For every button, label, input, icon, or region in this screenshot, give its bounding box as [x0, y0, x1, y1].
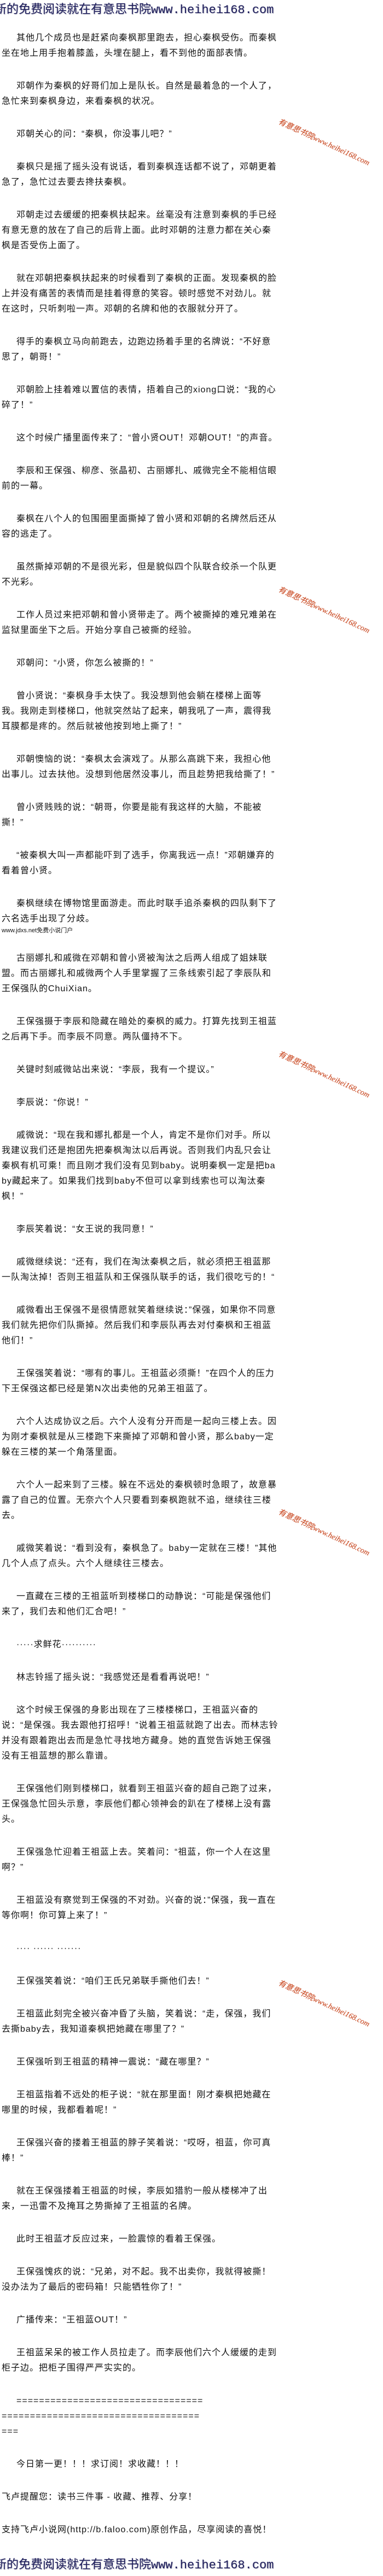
- watermark: 有意思书院www.heihei168.com: [276, 1508, 371, 1558]
- paragraph: 李辰说：“你说！”: [16, 1098, 89, 1107]
- paragraph: 王保强笑着说：“哪有的事儿。王祖蓝必须撕！”在四个人的压力下王保强这都已经是第N…: [2, 1369, 275, 1393]
- source-note: www.jdxs.net免费小说门户: [2, 927, 73, 934]
- site-banner-bottom[interactable]: 新的免费阅读就在有意思书院www.heihei168.com: [0, 2555, 383, 2576]
- paragraph: 此时王祖蓝才反应过来，一脸震惊的看着王保强。: [16, 2234, 222, 2244]
- paragraph: 邓朝走过去缓缓的把秦枫扶起来。丝毫没有注意到秦枫的手已经有意无意的放在了自己的后…: [2, 210, 277, 250]
- paragraph: 邓朝懊恼的说：“秦枫太会演戏了。从那么高跳下来，我担心他出事儿。过去扶他。没想到…: [2, 755, 275, 779]
- paragraph: ================================= ======…: [2, 2396, 204, 2436]
- paragraph: 王保强笑着说：“咱们王氏兄弟联手撕他们去！”: [16, 1977, 210, 1986]
- paragraph: 秦枫在八个人的包围圈里面撕掉了曾小贤和邓朝的名牌然后还从容的逃走了。: [2, 514, 277, 539]
- paragraph: 王保强他们刚到楼梯口，就看到王祖蓝兴奋的超自己跑了过来，王保强急忙回头示意，李辰…: [2, 1784, 277, 1824]
- paragraph: 戚微看出王保强不是很情愿就笑着继续说：”保强，如果你不同意我们就先把你们队撕掉。…: [2, 1305, 276, 1345]
- paragraph: 王祖蓝指着不远处的柜子说：“就在那里面！刚才秦枫把她藏在哪里的时候，我都看着呢！…: [2, 2090, 271, 2115]
- paragraph: 虽然撕掉邓朝的不是很光彩，但是貌似四个队联合绞杀一个队更不光彩。: [2, 562, 277, 587]
- site-banner-text[interactable]: 新的免费阅读就在有意思书院www.heihei168.com: [0, 2559, 274, 2572]
- paragraph: 王保强愧疚的说：“兄弟，对不起。我不出卖你，我就得被撕！没办法为了最后的密码箱！…: [2, 2267, 271, 2292]
- paragraph: 支持飞卢小说网(http://b.faloo.com)原创作品，尽享阅读的喜悦！: [2, 2525, 272, 2534]
- paragraph: 一直藏在三楼的王祖蓝听到楼梯口的动静说：“可能是保强他们来了，我们去和他们汇合吧…: [2, 1592, 271, 1616]
- paragraph: 广播传来：“王祖蓝OUT！”: [16, 2315, 127, 2325]
- paragraph: ···· ······ ·······: [16, 1944, 82, 1953]
- paragraph: 秦枫只是摇了摇头没有说话，看到秦枫连话都不说了，邓朝更着急了，急忙过去要去搀扶秦…: [2, 162, 277, 187]
- paragraph: 工作人员过来把邓朝和曾小贤带走了。两个被撕掉的难兄难弟在监狱里面坐下之后。开始分…: [2, 610, 277, 635]
- watermark: 有意思书院www.heihei168.com: [276, 585, 371, 636]
- site-banner-text[interactable]: 新的免费阅读就在有意思书院www.heihei168.com: [0, 3, 274, 17]
- paragraph: 戚微继续说：“还有，我们在淘汰秦枫之后，就必须把王祖蓝那一队淘汰掉！否则王祖蓝队…: [2, 1257, 275, 1282]
- paragraph: “被秦枫大叫一声都能吓到了选手，你离我远一点！”邓朝嫌弃的看着曾小贤。: [2, 851, 275, 875]
- paragraph: 曾小贤说：“秦枫身手太快了。我没想到他会躺在楼梯上面等我。我刚走到楼梯口，他就突…: [2, 691, 272, 731]
- paragraph: 王保强兴奋的搂着王祖蓝的脖子笑着说：“哎呀，祖蓝，你可真棒！”: [2, 2138, 271, 2163]
- paragraph: 李辰和王保强、柳彦、张晶初、古丽娜扎、戚微完全不能相信眼前的一幕。: [2, 466, 277, 491]
- paragraph: 这个时候广播里面传来了：“曾小贤OUT！邓朝OUT！”的声音。: [16, 433, 278, 443]
- paragraph: 其他几个成员也是赶紧向秦枫那里跑去，担心秦枫受伤。而秦枫坐在地上用手抱着膝盖，头…: [2, 33, 277, 58]
- paragraph: 秦枫继续在博物馆里面游走。而此时联手追杀秦枫的四队剩下了六名选手出现了分歧。: [2, 899, 277, 924]
- paragraph: 王保强摄于李辰和隐藏在暗处的秦枫的威力。打算先找到王祖蓝之后再下手。而李辰不同意…: [2, 1017, 277, 1042]
- paragraph: 王祖蓝没有察觉到王保强的不对劲。兴奋的说：”保强，我一直在等你啊！你可算上来了！…: [2, 1896, 276, 1920]
- watermark: 有意思书院www.heihei168.com: [276, 117, 371, 168]
- paragraph: 王保强听到王祖蓝的精神一震说：“藏在哪里？”: [16, 2057, 210, 2067]
- paragraph: 就在邓朝把秦枫扶起来的时候看到了秦枫的正面。发现秦枫的脸上并没有痛苦的表情而是挂…: [2, 274, 277, 314]
- paragraph: 王祖蓝此刻完全被兴奋冲昏了头脑，笑着说：“走，保强，我们去撕baby去，我知道秦…: [2, 2009, 271, 2034]
- paragraph: 六个人一起来到了三楼。躲在不远处的秦枫顿时急眼了，故意暴露了自己的位置。无奈六个…: [2, 1480, 277, 1520]
- paragraph: 今日第一更！！！求订阅！求收藏！！！: [16, 2460, 184, 2469]
- watermark: 有意思书院www.heihei168.com: [276, 1979, 371, 2029]
- paragraph: 邓朝作为秦枫的好哥们加上是队长。自然是最着急的一个人了，急忙来到秦枫身边，来看秦…: [2, 81, 277, 106]
- paragraph: 王祖蓝呆呆的被工作人员拉走了。而李辰他们六个人缓缓的走到柜子边。把柜子围得严严实…: [2, 2348, 277, 2373]
- paragraph: 飞卢提醒您：读书三件事 - 收藏、推荐、分享！: [2, 2492, 198, 2502]
- paragraph: 得手的秦枫立马向前跑去，边跑边扬着手里的名牌说：“不好意思了，朝哥！”: [2, 337, 271, 362]
- paragraph: 曾小贤贱贱的说：“朝哥，你要是能有我这样的大脑，不能被撕！”: [2, 803, 262, 827]
- paragraph: 邓朝脸上挂着难以置信的表情，捂着自己的xiong口说：“我的心碎了！”: [2, 385, 276, 410]
- watermark: 有意思书院www.heihei168.com: [276, 1050, 371, 1100]
- paragraph: 林志铃摇了摇头说：“我感觉还是看看再说吧！”: [16, 1673, 210, 1682]
- paragraph: 关键时刻戚微站出来说：“李辰，我有一个提议。”: [16, 1065, 214, 1074]
- paragraph: 六个人达成协议之后。六个人没有分开而是一起向三楼上去。因为刚才秦枫就是从三楼跑下…: [2, 1417, 277, 1457]
- paragraph: ·····求鲜花··········: [16, 1640, 96, 1649]
- paragraph: 邓朝问：“小贤，你怎么被撕的！”: [16, 658, 154, 668]
- paragraph: 李辰笑着说：“女王说的我同意！”: [16, 1225, 154, 1234]
- paragraph: 古丽娜扎和戚微在邓朝和曾小贤被淘汰之后两人组成了姐妹联盟。而古丽娜扎和戚微两个人…: [2, 954, 272, 993]
- paragraph: 戚微笑着说：“看到没有，秦枫急了。baby一定就在三楼！”其他几个人点了点头。六…: [2, 1544, 277, 1568]
- paragraph: 就在王保强搂着王祖蓝的时候，李辰如猎豹一般从楼梯冲了出来，一迅雷不及掩耳之势撕掉…: [2, 2186, 268, 2211]
- paragraph: 王保强急忙迎着王祖蓝上去。笑着问：“祖蓝，你一个人在这里啊？”: [2, 1848, 271, 1872]
- site-banner-top[interactable]: 新的免费阅读就在有意思书院www.heihei168.com: [0, 0, 383, 21]
- paragraph: 戚微说：“现在我和娜扎都是一个人，肯定不是你们对手。所以我建议我们还是抱团先把秦…: [2, 1131, 276, 1201]
- chapter-body: 其他几个成员也是赶紧向秦枫那里跑去，担心秦枫受伤。而秦枫坐在地上用手抱着膝盖，头…: [2, 31, 280, 2538]
- paragraph: 邓朝关心的问：“秦枫，你没事儿吧？”: [16, 130, 172, 139]
- paragraph: 这个时候王保强的身影出现在了三楼楼梯口，王祖蓝兴奋的说：“是保强。我去跟他打招呼…: [2, 1705, 278, 1761]
